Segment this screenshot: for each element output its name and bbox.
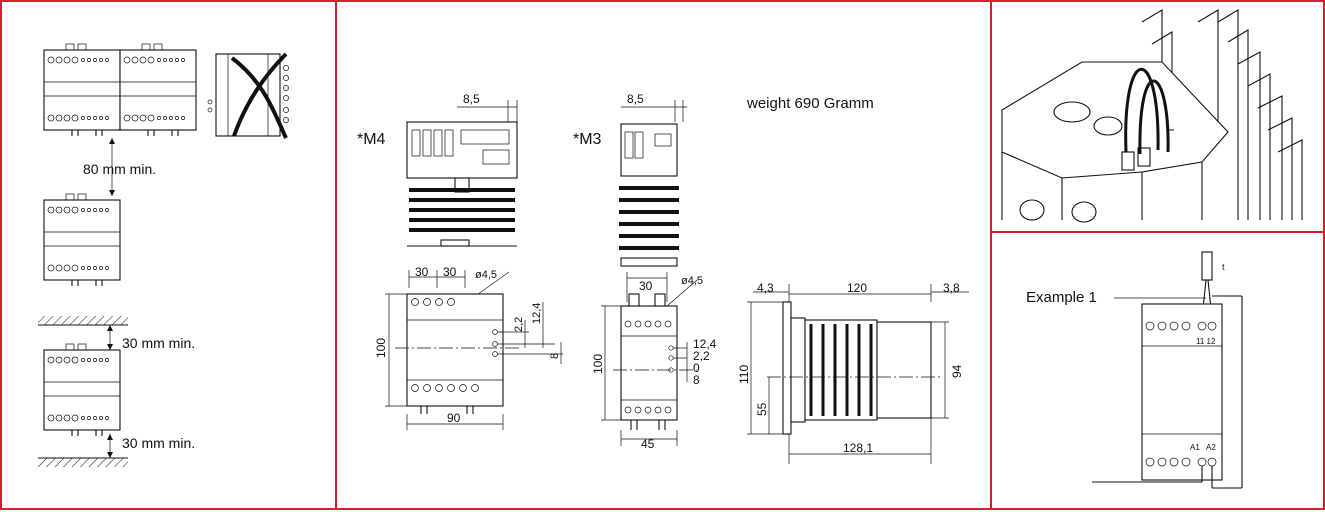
crossed-module-icon	[207, 52, 289, 139]
example-wiring-drawing: Example 1 t 11 12 A1 A2	[1026, 251, 1243, 489]
terminal-photo-drawing	[1001, 9, 1303, 223]
m4-module-icon	[406, 121, 518, 247]
mounting-distance-panel: 80 mm min. 30 mm min. 30 mm min.	[0, 0, 337, 510]
m3-v4: 8	[693, 373, 700, 387]
m3-height: 100	[591, 354, 605, 374]
m3-v2: 2,2	[693, 349, 710, 363]
gap-30-top-label: 30 mm min.	[122, 335, 195, 351]
m4-v2: 12,4	[531, 303, 543, 324]
terminal-a2: A2	[1206, 443, 1216, 452]
m4-v1: 2,2	[513, 317, 525, 332]
mounting-distance-drawing: 80 mm min. 30 mm min. 30 mm min.	[38, 43, 289, 467]
m3-label: *M3	[573, 131, 602, 148]
m3-v1: 12,4	[693, 337, 717, 351]
weight-label: weight 690 Gramm	[746, 95, 874, 112]
m4-label: *M4	[357, 131, 386, 148]
dimension-panel: *M4 8,5 *M3 8,5	[335, 0, 992, 510]
m3-width: 45	[641, 437, 655, 451]
t-label: t	[1222, 262, 1225, 272]
m3-top-offset: 8,5	[627, 92, 644, 106]
gap-30-bottom-label: 30 mm min.	[122, 435, 195, 451]
terminal-a1: A1	[1190, 443, 1200, 452]
side-view-icon	[782, 301, 932, 435]
dimension-drawing: *M4 8,5 *M3 8,5	[357, 92, 969, 464]
terminals-top-label: 11 12	[1196, 337, 1216, 346]
example-panel: Example 1 t 11 12 A1 A2	[990, 0, 1325, 510]
m4-height: 100	[374, 338, 388, 358]
m4-top-offset: 8,5	[463, 92, 480, 106]
relay-module-icon	[1141, 303, 1223, 481]
heatsink-terminal-illustration	[1001, 9, 1303, 223]
m3-module-icon	[619, 123, 679, 267]
m3-width-a: 30	[639, 279, 653, 293]
side-height: 110	[737, 365, 751, 384]
side-mid: 55	[755, 402, 769, 416]
m3-front-icon	[620, 293, 678, 430]
panel-divider	[992, 231, 1323, 233]
side-bottom: 128,1	[843, 441, 873, 455]
m4-width-b: 30	[443, 265, 457, 279]
m3-v3: 0	[693, 361, 700, 375]
side-top: 120	[847, 281, 867, 295]
side-left: 4,3	[757, 281, 774, 295]
m4-width: 90	[447, 411, 461, 425]
m3-hole: ø4,5	[681, 275, 703, 287]
m4-width-a: 30	[415, 265, 429, 279]
side-right: 3,8	[943, 281, 960, 295]
m4-front-icon	[406, 293, 504, 414]
side-inner: 94	[950, 364, 964, 378]
example-label: Example 1	[1026, 289, 1097, 306]
gap-80-label: 80 mm min.	[83, 161, 156, 177]
m4-v3: 8	[549, 353, 561, 359]
m4-hole: ø4,5	[475, 269, 497, 281]
